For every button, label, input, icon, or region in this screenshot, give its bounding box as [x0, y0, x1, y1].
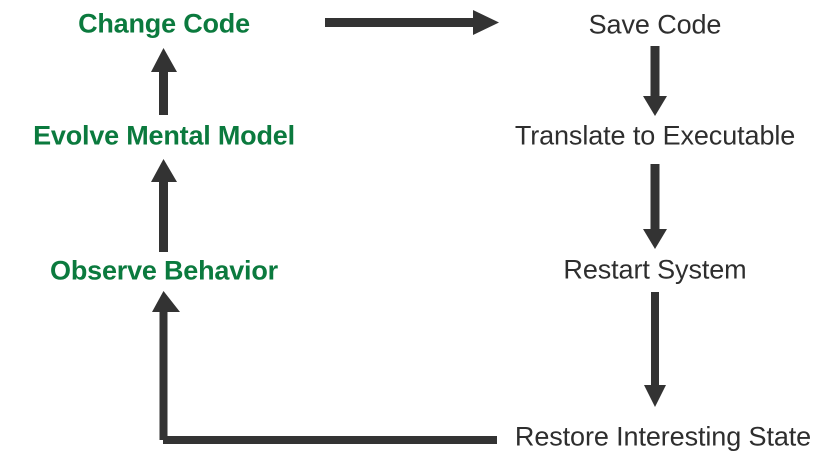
arrow-restore-to-observe — [152, 291, 497, 444]
node-save-code[interactable]: Save Code — [588, 9, 722, 40]
node-observe-behavior[interactable]: Observe Behavior — [50, 255, 278, 286]
node-translate-to-executable[interactable]: Translate to Executable — [514, 120, 796, 151]
arrow-restart-to-restore — [644, 292, 666, 407]
node-evolve-mental-model[interactable]: Evolve Mental Model — [33, 120, 295, 151]
arrow-save-code-to-translate — [643, 46, 667, 116]
arrow-observe-to-evolve — [151, 159, 177, 252]
arrow-evolve-to-change-code — [151, 48, 177, 115]
arrow-change-code-to-save-code — [325, 10, 499, 35]
arrow-translate-to-restart — [643, 164, 667, 249]
node-restart-system[interactable]: Restart System — [563, 254, 747, 285]
node-change-code[interactable]: Change Code — [78, 8, 250, 39]
node-restore-interesting-state[interactable]: Restore Interesting State — [514, 421, 812, 452]
